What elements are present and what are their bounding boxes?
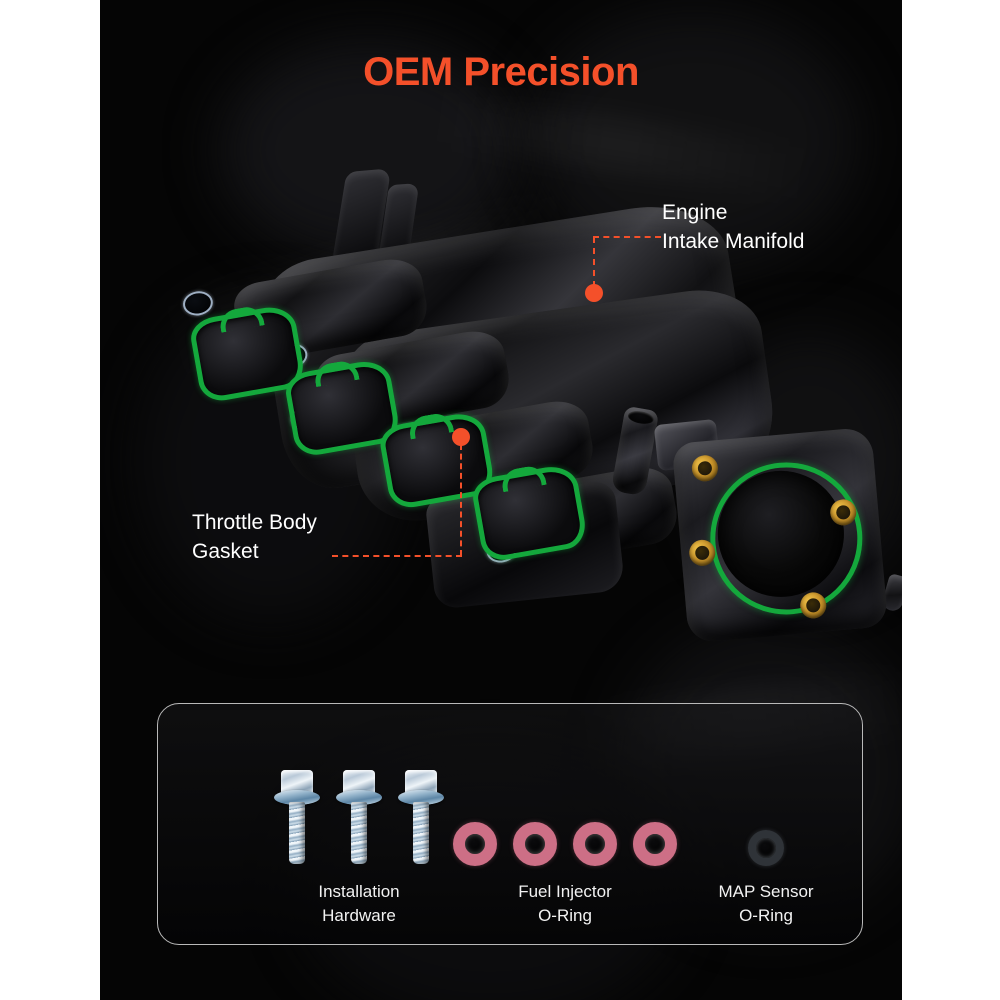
callout-label-gasket-line2: Gasket bbox=[192, 540, 259, 563]
installation-hardware-art bbox=[264, 756, 454, 866]
screw-shank bbox=[289, 802, 305, 864]
flange-bolt-hole bbox=[181, 288, 215, 318]
screw-shank bbox=[413, 802, 429, 864]
included-parts-row: Installation Hardware Fuel Injector O-Ri… bbox=[158, 704, 862, 944]
map-sensor-o-ring-art bbox=[676, 756, 856, 866]
callout-marker-manifold bbox=[585, 284, 603, 302]
screw-washer bbox=[274, 790, 320, 805]
callout-label-gasket: Throttle Body Gasket bbox=[192, 508, 317, 566]
o-ring bbox=[573, 822, 617, 866]
hex-flange-screw bbox=[274, 770, 320, 866]
manifold-flange bbox=[176, 242, 589, 624]
fuel-injector-o-ring-art bbox=[450, 756, 680, 866]
callout-marker-gasket bbox=[452, 428, 470, 446]
product-image: Engine Intake Manifold Throttle Body Gas… bbox=[100, 0, 902, 690]
page-title: OEM Precision bbox=[363, 50, 639, 94]
screw-washer bbox=[398, 790, 444, 805]
screw-washer bbox=[336, 790, 382, 805]
o-ring bbox=[633, 822, 677, 866]
kit-caption-map-sensor-o-ring: MAP Sensor O-Ring bbox=[676, 880, 856, 928]
photo-canvas: OEM Precision bbox=[100, 0, 902, 1000]
kit-caption-fuel-injector-o-ring: Fuel Injector O-Ring bbox=[450, 880, 680, 928]
callout-label-manifold: Engine Intake Manifold bbox=[662, 198, 804, 256]
kit-item-map-sensor-o-ring: MAP Sensor O-Ring bbox=[676, 756, 856, 928]
throttle-body-flange bbox=[671, 426, 889, 644]
kit-item-installation-hardware: Installation Hardware bbox=[264, 756, 454, 928]
kit-caption-line1: Installation bbox=[318, 882, 400, 901]
kit-caption-line1: MAP Sensor bbox=[718, 882, 814, 901]
kit-caption-line2: O-Ring bbox=[538, 906, 592, 925]
kit-item-fuel-injector-o-ring: Fuel Injector O-Ring bbox=[450, 756, 680, 928]
kit-caption-line1: Fuel Injector bbox=[518, 882, 612, 901]
o-ring bbox=[513, 822, 557, 866]
kit-caption-installation-hardware: Installation Hardware bbox=[264, 880, 454, 928]
callout-label-gasket-line1: Throttle Body bbox=[192, 511, 317, 534]
o-ring bbox=[748, 830, 784, 866]
hex-flange-screw bbox=[398, 770, 444, 866]
o-ring bbox=[453, 822, 497, 866]
screw-shank bbox=[351, 802, 367, 864]
hex-flange-screw bbox=[336, 770, 382, 866]
callout-label-manifold-line2: Intake Manifold bbox=[662, 230, 805, 253]
callout-label-manifold-line1: Engine bbox=[662, 201, 728, 224]
kit-caption-line2: O-Ring bbox=[739, 906, 793, 925]
kit-caption-line2: Hardware bbox=[322, 906, 396, 925]
included-parts-panel: Installation Hardware Fuel Injector O-Ri… bbox=[157, 703, 863, 945]
